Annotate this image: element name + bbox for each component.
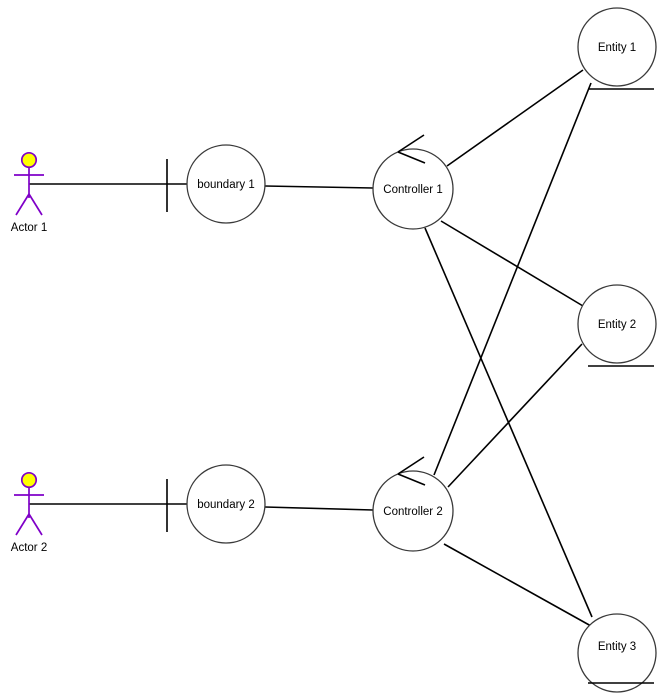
controller-arrow-icon — [397, 473, 426, 486]
controller-arrow-icon — [397, 151, 426, 164]
actor-label: Actor 1 — [11, 222, 47, 234]
actor-head-icon — [20, 151, 38, 169]
controller-arrow-icon — [397, 456, 425, 475]
controller-circle-icon — [372, 470, 454, 552]
actor-actor1[interactable]: Actor 1 — [11, 151, 47, 234]
node-boundary2[interactable]: boundary 2 — [166, 464, 266, 544]
entity-circle-icon — [577, 613, 657, 693]
actor-head-icon — [20, 471, 38, 489]
node-label: Controller 1 — [383, 184, 442, 196]
edge-boundary1-controller1[interactable] — [264, 185, 374, 189]
edge-controller2-entity2[interactable] — [447, 343, 583, 488]
actor-leg-right-icon — [28, 193, 43, 216]
actor-leg-left-icon — [15, 193, 30, 216]
edge-controller2-entity3[interactable] — [443, 543, 592, 627]
controller-circle-icon — [372, 148, 454, 230]
actor-leg-left-icon — [15, 513, 30, 536]
node-label: Entity 1 — [598, 42, 636, 54]
actor-leg-right-icon — [28, 513, 43, 536]
edge-controller1-entity2[interactable] — [440, 220, 584, 307]
boundary-circle-icon — [186, 144, 266, 224]
node-label: boundary 1 — [197, 179, 255, 191]
node-controller1[interactable]: Controller 1 — [372, 134, 454, 230]
edge-boundary2-controller2[interactable] — [264, 506, 374, 511]
edge-controller1-entity1[interactable] — [446, 69, 584, 167]
node-boundary1[interactable]: boundary 1 — [166, 144, 266, 224]
edge-layer — [29, 69, 593, 627]
entity-circle-icon — [577, 284, 657, 364]
node-label: boundary 2 — [197, 499, 255, 511]
edge-controller2-entity1[interactable] — [433, 82, 592, 476]
node-entity3[interactable]: Entity 3 — [577, 613, 657, 693]
actor-label: Actor 2 — [11, 542, 47, 554]
node-entity1[interactable]: Entity 1 — [577, 7, 657, 90]
boundary-circle-icon — [186, 464, 266, 544]
node-entity2[interactable]: Entity 2 — [577, 284, 657, 367]
controller-arrow-icon — [397, 134, 425, 153]
entity-circle-icon — [577, 7, 657, 87]
node-label: Entity 2 — [598, 319, 636, 331]
node-label: Entity 3 — [598, 641, 636, 653]
node-controller2[interactable]: Controller 2 — [372, 456, 454, 552]
actor-actor2[interactable]: Actor 2 — [11, 471, 47, 554]
node-label: Controller 2 — [383, 506, 442, 518]
